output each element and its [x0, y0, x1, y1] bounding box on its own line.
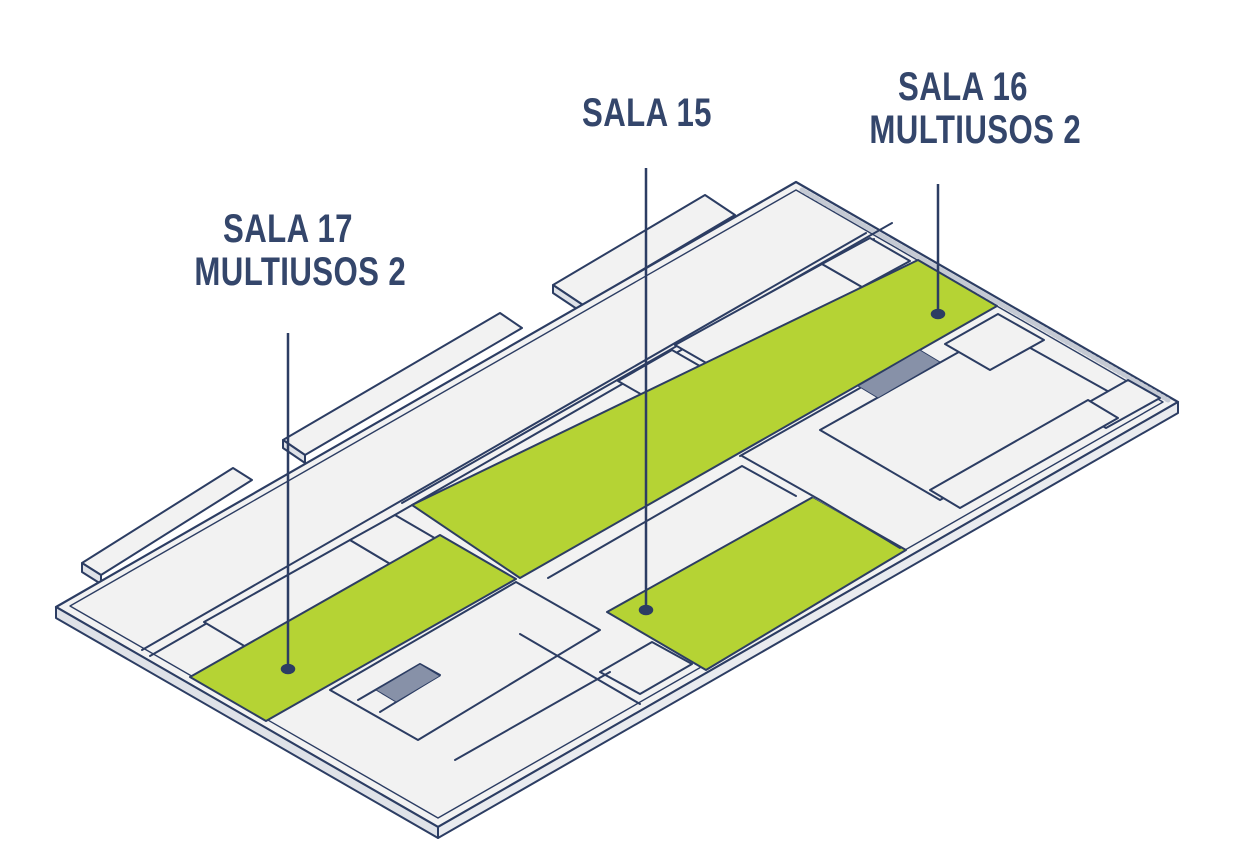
room-sala-16[interactable] — [411, 259, 998, 579]
north-wing — [81, 194, 736, 585]
highlighted-rooms — [189, 259, 998, 722]
label-sala-17: SALA 17 MULTIUSOS 2 — [194, 207, 407, 294]
label-sala-15: SALA 15 — [553, 92, 740, 135]
label-sala-16-line2: MULTIUSOS 2 — [869, 108, 1082, 152]
pin-sala-16[interactable] — [930, 308, 946, 320]
label-sala-17-line1: SALA 17 — [223, 207, 353, 251]
pin-sala-17[interactable] — [280, 663, 296, 675]
label-sala-16: SALA 16 MULTIUSOS 2 — [869, 65, 1082, 152]
label-sala-16-line1: SALA 16 — [898, 65, 1028, 109]
label-leaders — [280, 168, 946, 675]
stairs — [375, 349, 941, 703]
pin-sala-15[interactable] — [638, 604, 654, 616]
room-sala-15[interactable] — [606, 496, 907, 671]
room-sala-17[interactable] — [189, 534, 517, 722]
label-sala-15-line1: SALA 15 — [582, 91, 712, 135]
label-sala-17-line2: MULTIUSOS 2 — [194, 250, 407, 294]
lower-rooms — [329, 313, 1161, 761]
